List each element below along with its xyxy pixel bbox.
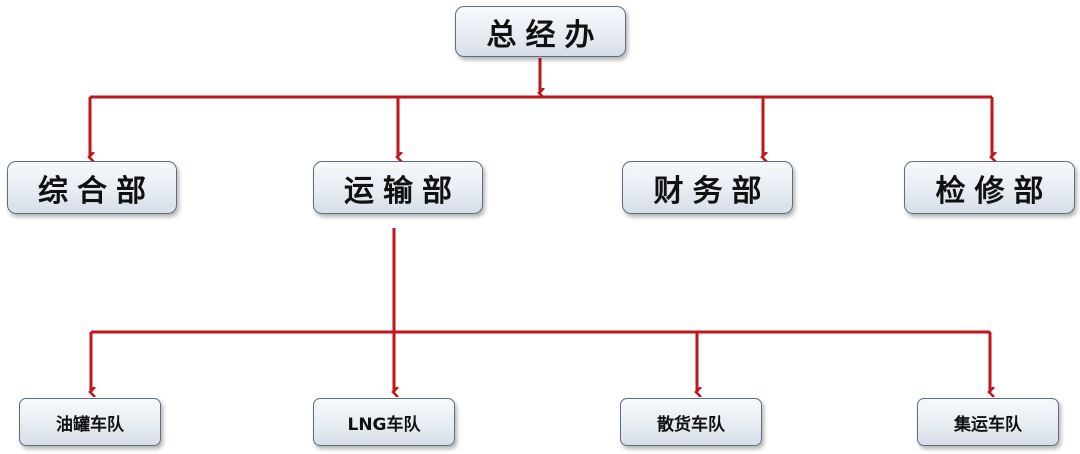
- fleet-node-container: 集运车队: [917, 398, 1059, 446]
- department-label: 运输部: [344, 173, 461, 209]
- fleet-label: 油罐车队: [56, 414, 124, 435]
- department-node-general: 综合部: [7, 161, 177, 214]
- department-label: 检修部: [935, 173, 1053, 209]
- department-label: 综合部: [38, 173, 155, 209]
- department-node-transport: 运输部: [313, 161, 483, 214]
- root-label: 总经办: [486, 17, 604, 53]
- department-label: 财务部: [653, 173, 771, 209]
- fleet-node-lng: LNG车队: [313, 398, 455, 446]
- department-node-maintenance: 检修部: [904, 161, 1075, 214]
- fleet-label: 散货车队: [657, 414, 725, 435]
- department-node-finance: 财务部: [622, 161, 793, 214]
- root-node: 总经办: [455, 6, 626, 57]
- fleet-node-bulk: 散货车队: [620, 398, 762, 446]
- fleet-label: LNG车队: [347, 414, 421, 435]
- fleet-node-tanker: 油罐车队: [19, 398, 161, 446]
- fleet-label: 集运车队: [954, 414, 1022, 435]
